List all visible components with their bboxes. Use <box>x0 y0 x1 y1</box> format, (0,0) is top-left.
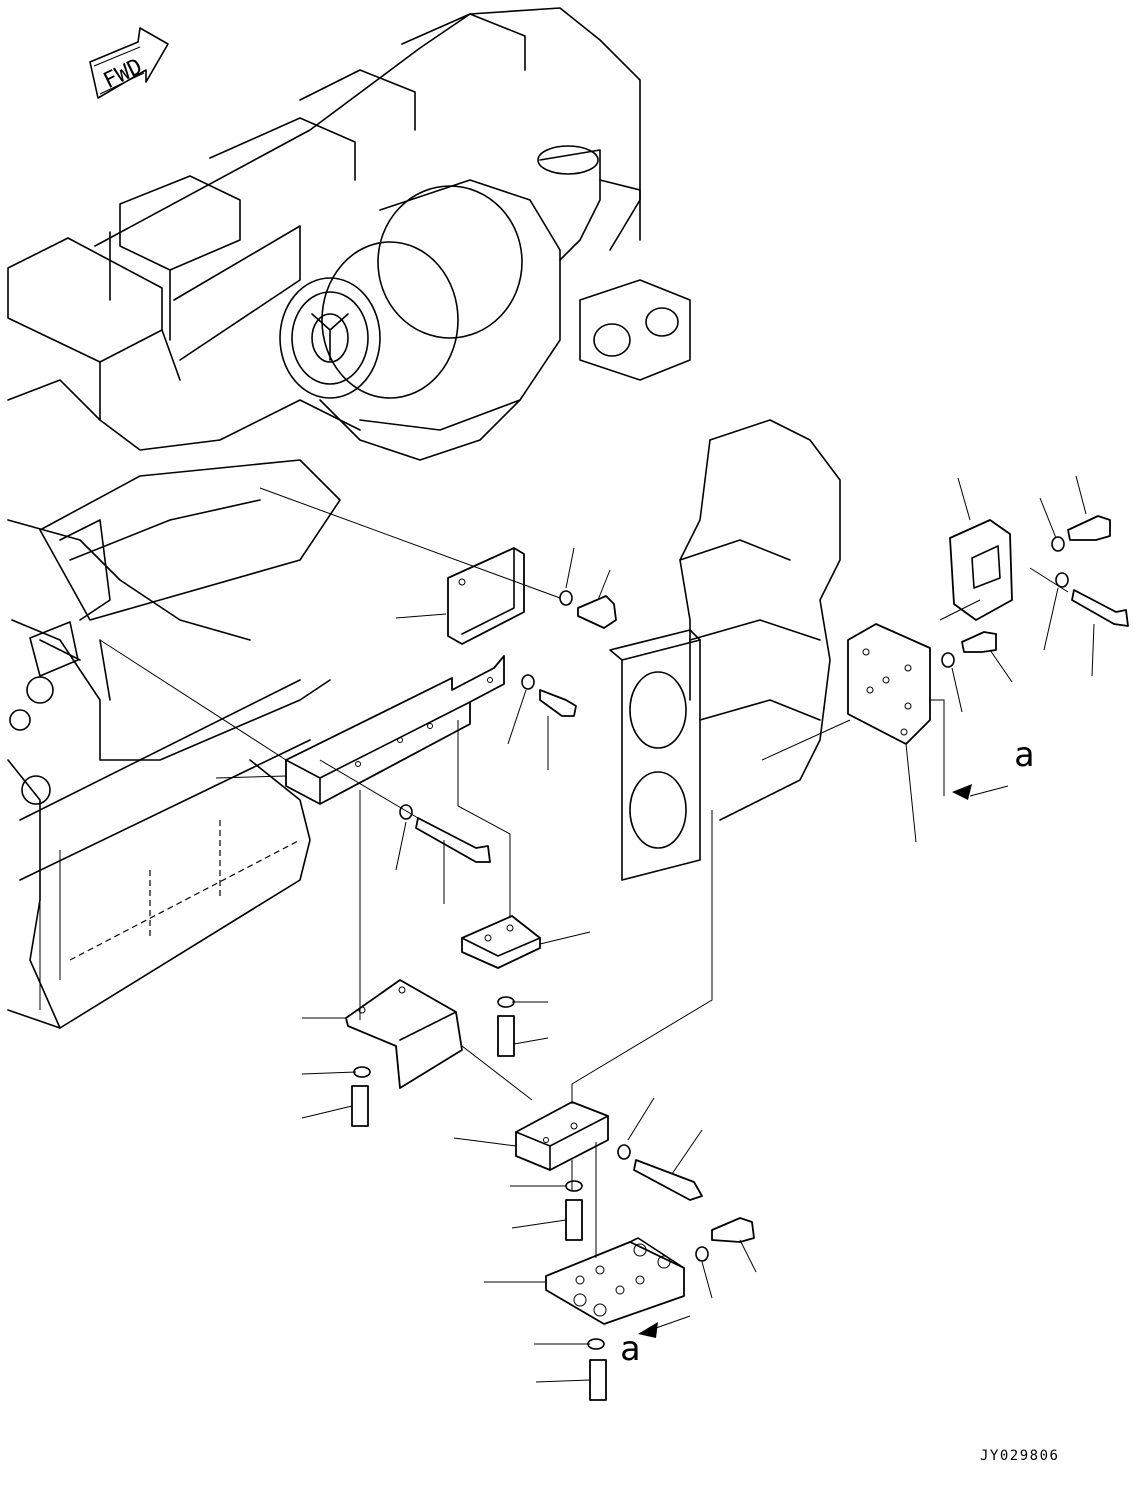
washers <box>353 536 1069 1350</box>
callout-leaders <box>215 475 1095 1383</box>
l-bracket-upper <box>447 547 525 645</box>
small-plate <box>461 915 541 969</box>
bolt-3 <box>415 817 491 863</box>
bolt-10 <box>565 1199 583 1241</box>
bolt-7 <box>497 1015 515 1057</box>
bolt-2 <box>539 689 577 717</box>
bolt-5 <box>1071 589 1129 627</box>
turbocharger <box>279 145 641 461</box>
bolt-11 <box>711 1217 755 1243</box>
cover-plate <box>847 623 931 745</box>
view-marker-top: a <box>1014 735 1034 775</box>
bolt-6 <box>961 631 997 653</box>
bolt-4 <box>1067 515 1111 541</box>
flange-plate <box>949 519 1013 621</box>
exhaust-port <box>579 279 691 381</box>
spacer-block <box>515 1101 609 1171</box>
exhaust-manifold <box>609 419 841 881</box>
bolt-1 <box>577 595 617 629</box>
bolt-9 <box>633 1159 703 1201</box>
drawing-code: JY029806 <box>980 1448 1059 1464</box>
view-marker-bottom: a <box>620 1329 640 1369</box>
fwd-arrow-icon: FWD <box>89 27 169 99</box>
assembly-lines <box>99 487 1069 1258</box>
view-arrow-icon <box>638 784 1009 1338</box>
bent-bracket <box>345 979 463 1089</box>
long-bracket <box>285 655 505 805</box>
engine-block <box>7 7 641 1029</box>
bolt-12 <box>589 1359 607 1401</box>
bolt-8 <box>351 1085 369 1127</box>
mounting-plate <box>545 1237 685 1325</box>
